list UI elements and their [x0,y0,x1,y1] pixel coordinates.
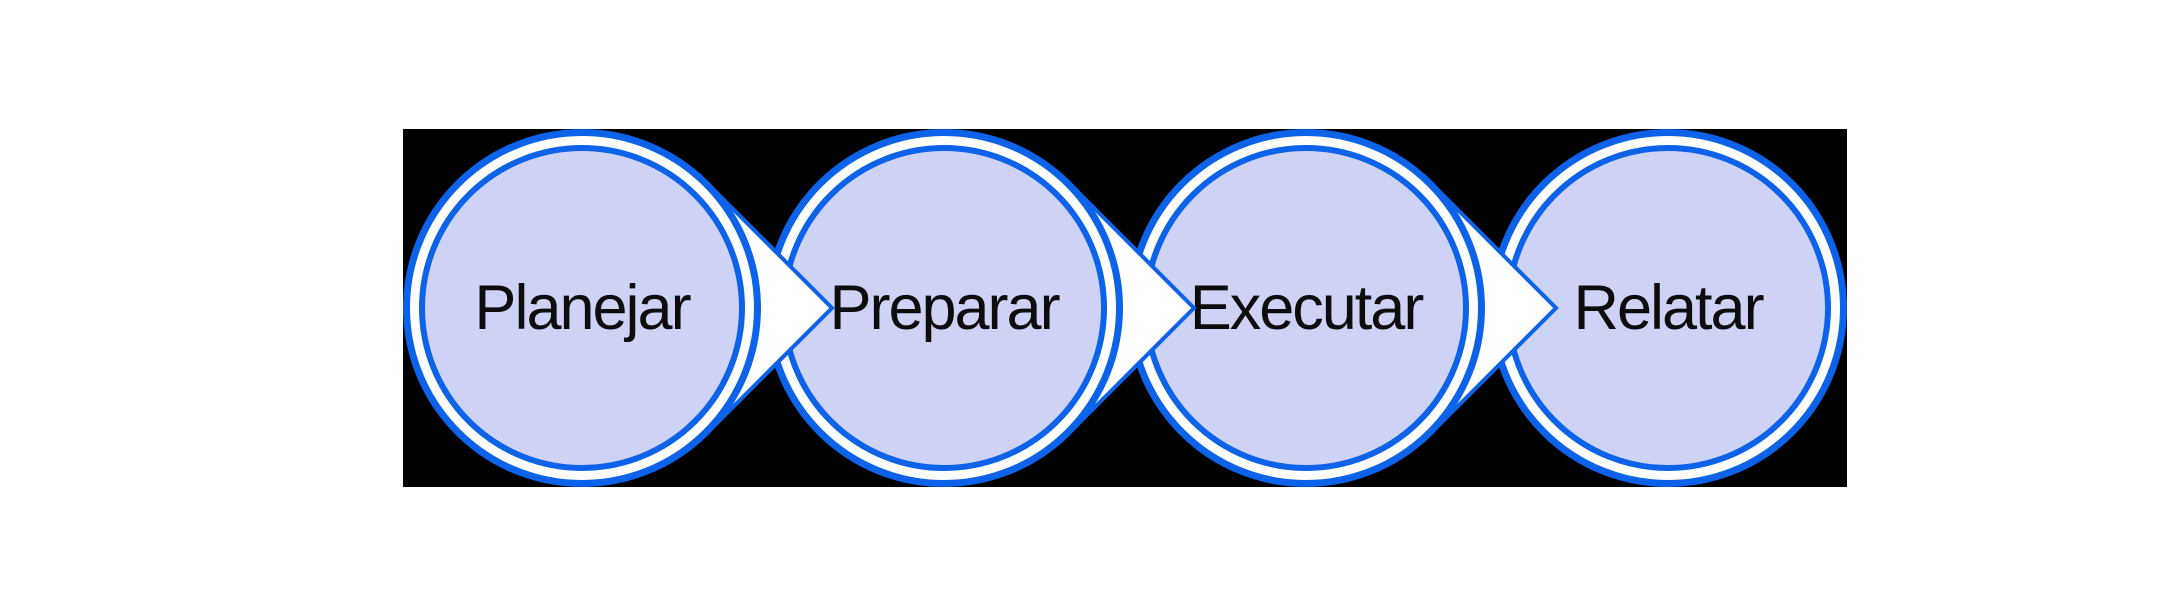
stage-node-preparar: Preparar [765,129,1123,487]
stage-node-relatar: Relatar [1489,129,1847,487]
stage-node-executar: Executar [1127,129,1485,487]
stage-label-preparar: Preparar [829,273,1059,343]
stage-label-relatar: Relatar [1573,273,1763,343]
stage-inner-circle [419,145,745,471]
stage-label-planejar: Planejar [474,273,690,343]
stage-node-planejar: Planejar [403,129,761,487]
stage-label-executar: Executar [1190,273,1424,343]
